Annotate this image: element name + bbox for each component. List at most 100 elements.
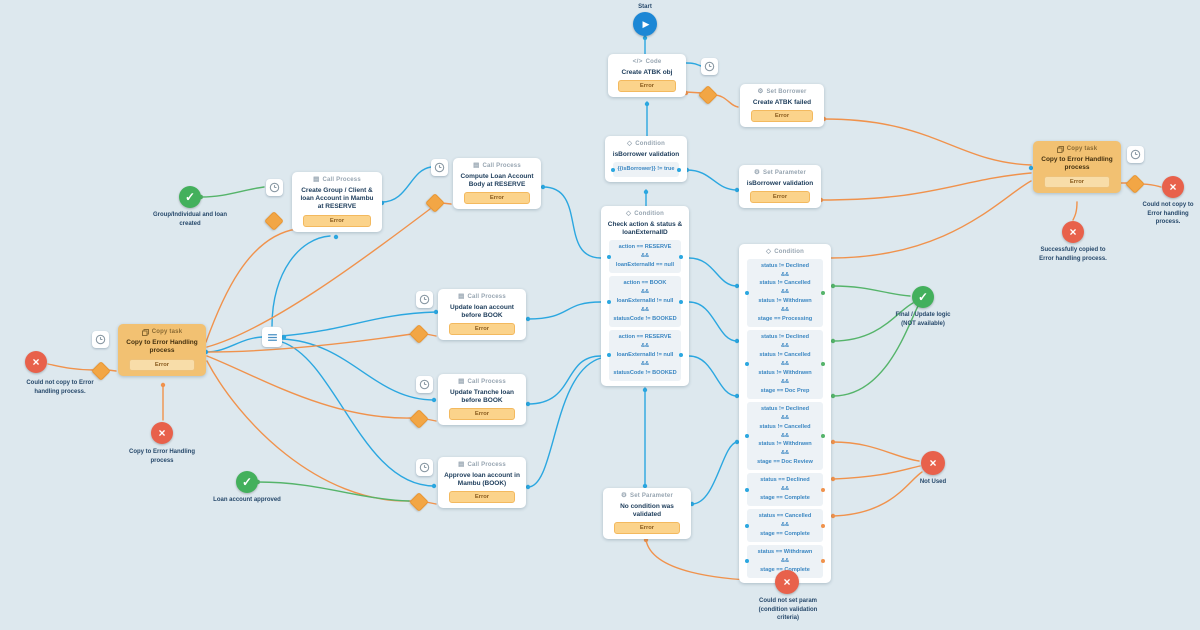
error-badge[interactable]: ×	[1062, 221, 1084, 243]
condition-branch[interactable]: status != Declined && status != Cancelle…	[744, 258, 826, 328]
error-router[interactable]	[425, 193, 445, 213]
condition-icon: ◇	[766, 248, 772, 256]
process-icon: ▤	[458, 293, 465, 301]
error-router[interactable]	[698, 85, 718, 105]
badge-caption: Copy to Error Handling process	[129, 449, 195, 464]
condition-branch[interactable]: status == Declined && stage == Complete	[744, 473, 826, 507]
timer-node[interactable]	[701, 58, 718, 75]
timer-node[interactable]	[92, 331, 109, 348]
timer-node[interactable]	[431, 159, 448, 176]
clock-icon	[704, 61, 715, 72]
error-router[interactable]	[409, 409, 429, 429]
error-router[interactable]	[91, 361, 111, 381]
clock-icon	[419, 379, 430, 390]
clock-icon	[419, 294, 430, 305]
condition-branch[interactable]: action == BOOK && loanExternalId != null…	[606, 276, 683, 327]
start-node[interactable]: ▶	[633, 12, 657, 36]
condition-branch[interactable]: status != Declined && status != Cancelle…	[744, 401, 826, 471]
error-port[interactable]: Error	[449, 408, 515, 421]
node-type: ▤Call Process	[458, 293, 506, 301]
error-badge[interactable]: ×	[25, 351, 47, 373]
badge-caption: Group/Individual and loan created	[152, 212, 227, 227]
node-check-condition[interactable]: ◇Condition Check action & status & loanE…	[601, 206, 689, 386]
error-router[interactable]	[1125, 174, 1145, 194]
error-port[interactable]: Error	[449, 491, 515, 504]
error-badge[interactable]: ×	[775, 570, 799, 594]
success-badge[interactable]: ✓	[179, 186, 201, 208]
process-icon: ▤	[313, 176, 320, 184]
node-set-param-isborrower[interactable]: ⚙Set Parameter isBorrower validation Err…	[739, 165, 821, 209]
timer-node[interactable]	[416, 459, 433, 476]
error-port[interactable]: Error	[618, 80, 676, 93]
error-port[interactable]: Error	[303, 214, 371, 227]
node-type: ◇Condition	[627, 140, 665, 148]
x-icon: ×	[929, 456, 937, 470]
node-type: ⚙Set Parameter	[621, 492, 673, 500]
error-port[interactable]: Error	[750, 110, 814, 123]
node-cp-create-group[interactable]: ▤Call Process Create Group / Client & lo…	[292, 172, 382, 232]
error-badge[interactable]: ×	[921, 451, 945, 475]
node-type: ▤Call Process	[458, 461, 506, 469]
node-type: ▤Call Process	[313, 176, 361, 184]
node-copy-task-left[interactable]: Copy task Copy to Error Handling process…	[118, 324, 206, 376]
node-title: Create ATBK obj	[621, 68, 673, 76]
error-port[interactable]: Error	[449, 323, 515, 336]
node-copy-task-right[interactable]: Copy task Copy to Error Handling process…	[1033, 141, 1121, 193]
badge-caption: Not Used	[919, 479, 947, 485]
condition-branch[interactable]: status == Cancelled && stage == Complete	[744, 509, 826, 542]
condition-branch[interactable]: action == RESERVE && loanExternalId != n…	[606, 329, 683, 381]
node-title: isBorrower validation	[746, 179, 814, 187]
timer-node[interactable]	[1127, 146, 1144, 163]
node-cp-compute[interactable]: ▤Call Process Compute Loan Account Body …	[453, 158, 541, 210]
error-port[interactable]: Error	[464, 192, 530, 205]
node-title: Copy to Error Handling process	[126, 339, 198, 355]
error-port[interactable]: Error	[749, 191, 811, 204]
error-badge[interactable]: ×	[151, 422, 173, 444]
condition-branch[interactable]: {{isBorrower}} != true	[610, 162, 682, 177]
error-port[interactable]: Error	[614, 522, 680, 535]
timer-node[interactable]	[266, 179, 283, 196]
node-title: Update loan account before BOOK	[450, 303, 514, 320]
success-badge[interactable]: ✓	[912, 286, 934, 308]
node-set-borrower[interactable]: ⚙Set Borrower Create ATBK failed Error	[740, 84, 824, 128]
condition-branch[interactable]: action == RESERVE && loanExternalId == n…	[606, 240, 683, 274]
error-port[interactable]: Error	[1044, 175, 1110, 188]
node-title: No condition was validated	[620, 502, 674, 519]
node-set-param-no-condition[interactable]: ⚙Set Parameter No condition was validate…	[603, 488, 691, 540]
node-cp-update-loan[interactable]: ▤Call Process Update loan account before…	[438, 289, 526, 341]
gear-icon: ⚙	[757, 88, 764, 96]
error-port[interactable]: Error	[129, 358, 195, 371]
node-cp-approve[interactable]: ▤Call Process Approve loan account in Ma…	[438, 457, 526, 509]
node-title: Create ATBK failed	[752, 98, 812, 106]
check-icon: ✓	[241, 475, 253, 489]
x-icon: ×	[32, 355, 40, 369]
node-cp-update-tranche[interactable]: ▤Call Process Update Tranche loan before…	[438, 374, 526, 426]
error-badge[interactable]: ×	[1162, 176, 1184, 198]
success-badge[interactable]: ✓	[236, 471, 258, 493]
error-router[interactable]	[409, 324, 429, 344]
node-isborrower-condition[interactable]: ◇Condition isBorrower validation {{isBor…	[605, 136, 687, 182]
node-type: ◇Condition	[766, 248, 804, 256]
node-stage-condition[interactable]: ◇Condition status != Declined && status …	[739, 244, 831, 583]
node-title: isBorrower validation	[612, 150, 680, 158]
timer-node[interactable]	[416, 291, 433, 308]
error-router[interactable]	[264, 211, 284, 231]
list-node[interactable]	[262, 327, 282, 347]
clock-icon	[434, 162, 445, 173]
node-type: Copy task	[141, 329, 182, 336]
start-label: Start	[638, 4, 652, 10]
x-icon: ×	[1169, 180, 1177, 194]
condition-icon: ◇	[627, 140, 633, 148]
node-type: ▤Call Process	[473, 162, 521, 170]
x-icon: ×	[1069, 225, 1077, 239]
error-router[interactable]	[409, 492, 429, 512]
timer-node[interactable]	[416, 376, 433, 393]
node-code[interactable]: </>Code Create ATBK obj Error	[608, 54, 686, 98]
condition-branch[interactable]: status != Declined && status != Cancelle…	[744, 330, 826, 399]
node-type: ⚙Set Parameter	[754, 169, 806, 177]
node-type: ◇Condition	[626, 210, 664, 218]
list-icon	[267, 333, 277, 341]
node-type: </>Code	[632, 58, 662, 66]
